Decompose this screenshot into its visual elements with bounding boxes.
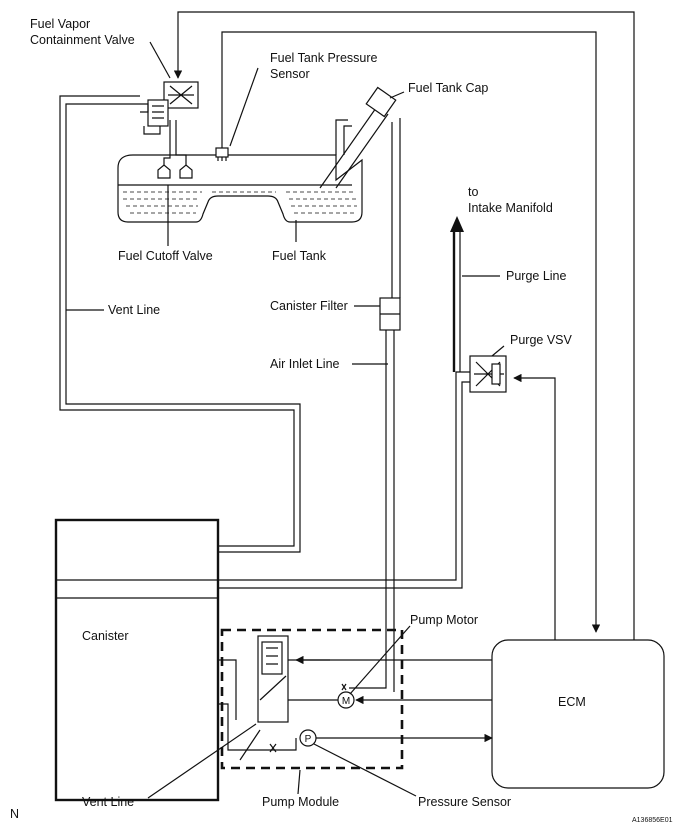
ecm-wires — [173, 11, 635, 640]
pressure-symbol: P — [305, 734, 312, 745]
label-corner-n: N — [10, 807, 19, 821]
leader-lines — [66, 41, 505, 799]
label-vent-line-top: Vent Line — [108, 303, 160, 317]
tank-pressure-sensor — [215, 147, 229, 161]
label-ecm: ECM — [558, 695, 586, 709]
label-pump-module: Pump Module — [262, 795, 339, 809]
fuel-cutoff-valves — [157, 120, 193, 242]
label-pressure-sensor: Pressure Sensor — [418, 795, 511, 809]
label-pump-motor: Pump Motor — [410, 613, 478, 627]
labels: Fuel Vapor Containment Valve Fuel Tank P… — [10, 17, 673, 824]
purge-line — [218, 216, 470, 589]
vapor-containment-valve — [140, 81, 199, 135]
label-purge-line: Purge Line — [506, 269, 567, 283]
label-intake-manifold: Intake Manifold — [468, 201, 553, 215]
figure-code: A136856E01 — [632, 817, 673, 824]
pressure-sensor-shape: P — [299, 729, 317, 747]
air-inlet-line — [349, 118, 401, 692]
label-tank-pressure-l2: Sensor — [270, 67, 310, 81]
label-vent-line-bottom: Vent Line — [82, 795, 134, 809]
purge-vsv-shape — [469, 355, 507, 393]
motor-symbol: M — [342, 696, 350, 707]
fuel-tank-cap-shape — [365, 86, 397, 118]
label-purge-vsv: Purge VSV — [510, 333, 573, 347]
canister-shape — [54, 518, 220, 802]
label-fuel-vapor-l2: Containment Valve — [30, 33, 135, 47]
label-tank-pressure-l1: Fuel Tank Pressure — [270, 51, 378, 65]
ecm-shape — [491, 639, 665, 789]
label-fuel-cutoff-valve: Fuel Cutoff Valve — [118, 249, 213, 263]
label-fuel-vapor-l1: Fuel Vapor — [30, 17, 90, 31]
label-to: to — [468, 185, 478, 199]
label-air-inlet-line: Air Inlet Line — [270, 357, 340, 371]
label-canister-filter: Canister Filter — [270, 299, 348, 313]
vent-line — [59, 95, 301, 553]
filler-neck — [319, 86, 397, 189]
label-fuel-tank: Fuel Tank — [272, 249, 327, 263]
label-fuel-tank-cap: Fuel Tank Cap — [408, 81, 488, 95]
label-canister: Canister — [82, 629, 129, 643]
pump-motor-shape: M — [337, 691, 355, 709]
module-ecm-signals — [295, 655, 493, 743]
fuel-tank — [117, 154, 363, 223]
pump-module-shape — [218, 628, 404, 770]
